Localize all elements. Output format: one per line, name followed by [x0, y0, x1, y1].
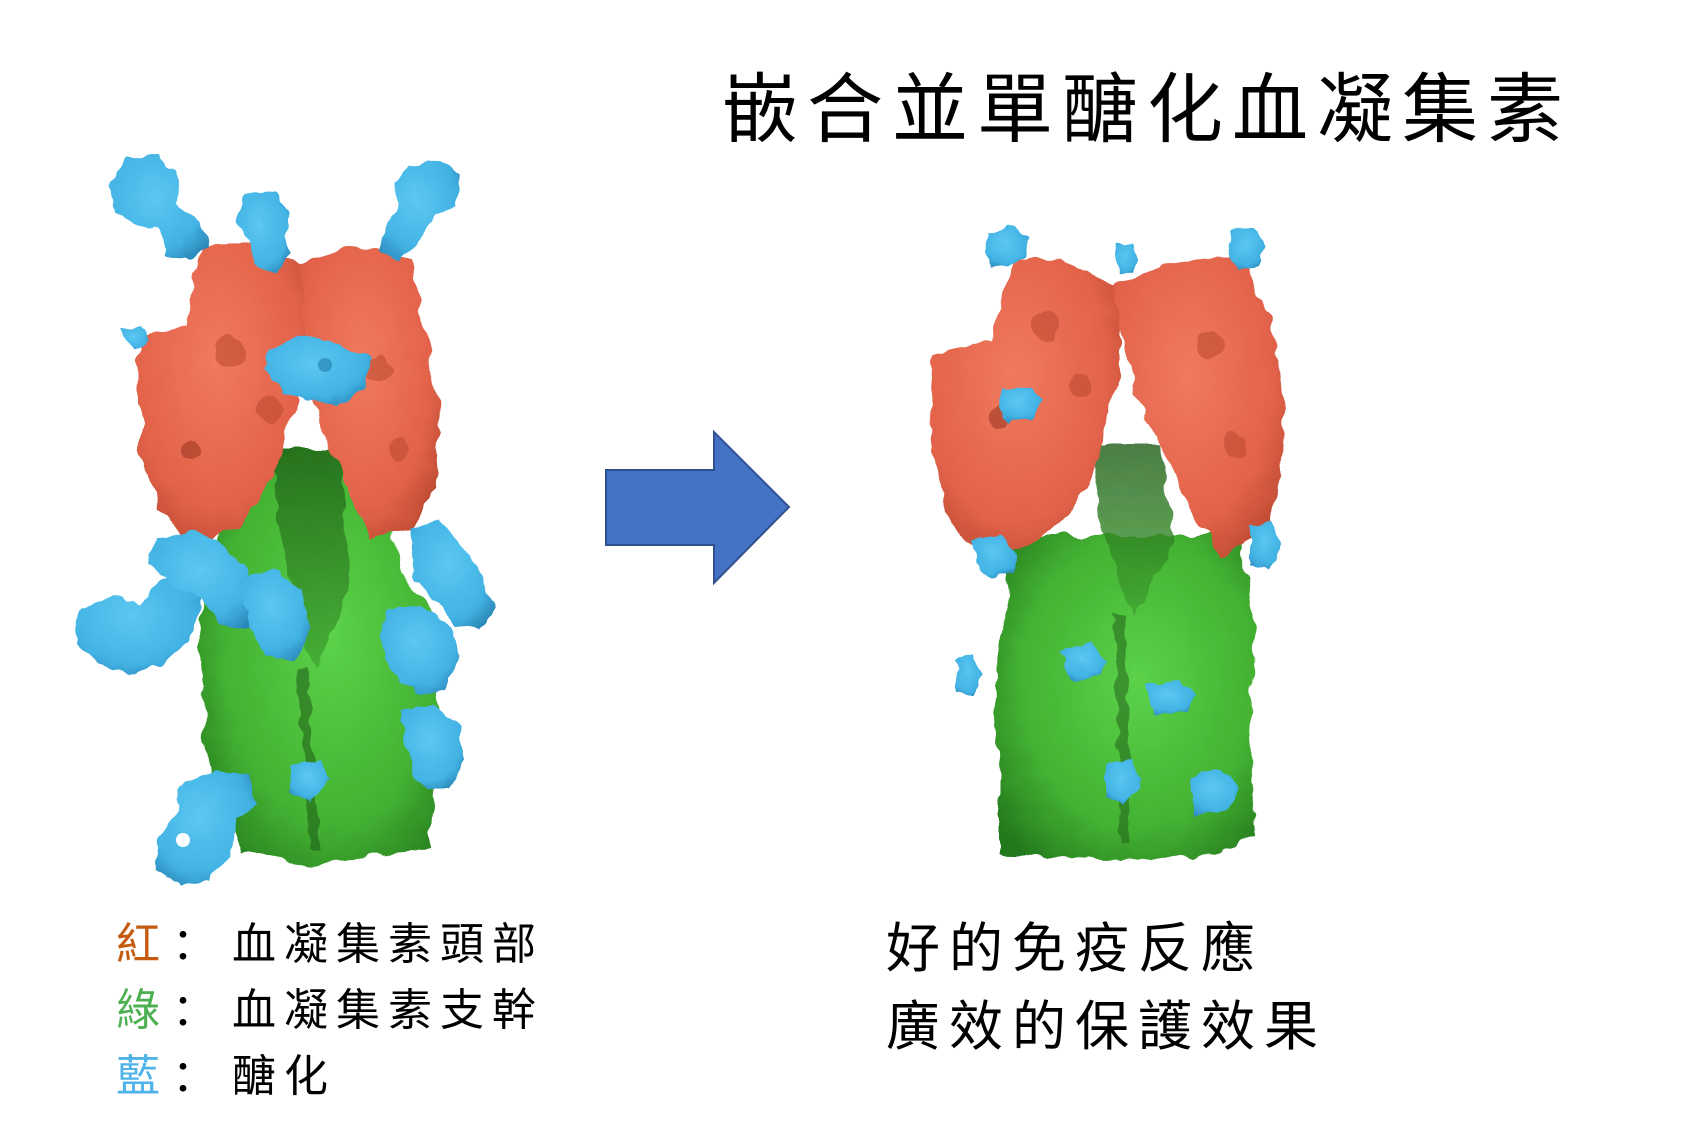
outcome-line-broad-protection: 廣效的保護效果 [886, 995, 1327, 1058]
color-legend: 紅 ： 血凝集素頭部 綠 ： 血凝集素支幹 藍 ： 醣化 [116, 912, 544, 1110]
stem-region [995, 445, 1255, 860]
stem-region [200, 450, 440, 865]
head-region [140, 240, 440, 540]
diagram-title: 嵌合並單醣化血凝集素 [722, 65, 1572, 154]
legend-text-head: 血凝集素頭部 [232, 919, 544, 970]
legend-colon: ： [172, 1051, 216, 1102]
transformation-arrow-icon [605, 429, 791, 586]
right-protein-structure [930, 227, 1285, 860]
legend-colon: ： [172, 919, 216, 970]
glycan-chains [955, 227, 1280, 815]
legend-colon: ： [172, 985, 216, 1036]
legend-key-green: 綠 [116, 985, 160, 1036]
legend-row-head: 紅 ： 血凝集素頭部 [116, 912, 544, 978]
legend-row-stem: 綠 ： 血凝集素支幹 [116, 978, 544, 1044]
glycan-chains [75, 155, 495, 885]
legend-row-glycan: 藍 ： 醣化 [116, 1044, 544, 1110]
outcome-line-immune-response: 好的免疫反應 [886, 917, 1264, 980]
legend-key-red: 紅 [116, 919, 160, 970]
legend-text-glycan: 醣化 [232, 1051, 336, 1102]
legend-text-stem: 血凝集素支幹 [232, 985, 544, 1036]
legend-key-blue: 藍 [116, 1051, 160, 1102]
outcome-text: 好的免疫反應 廣效的保護效果 [886, 910, 1327, 1066]
left-protein-structure [75, 155, 495, 885]
